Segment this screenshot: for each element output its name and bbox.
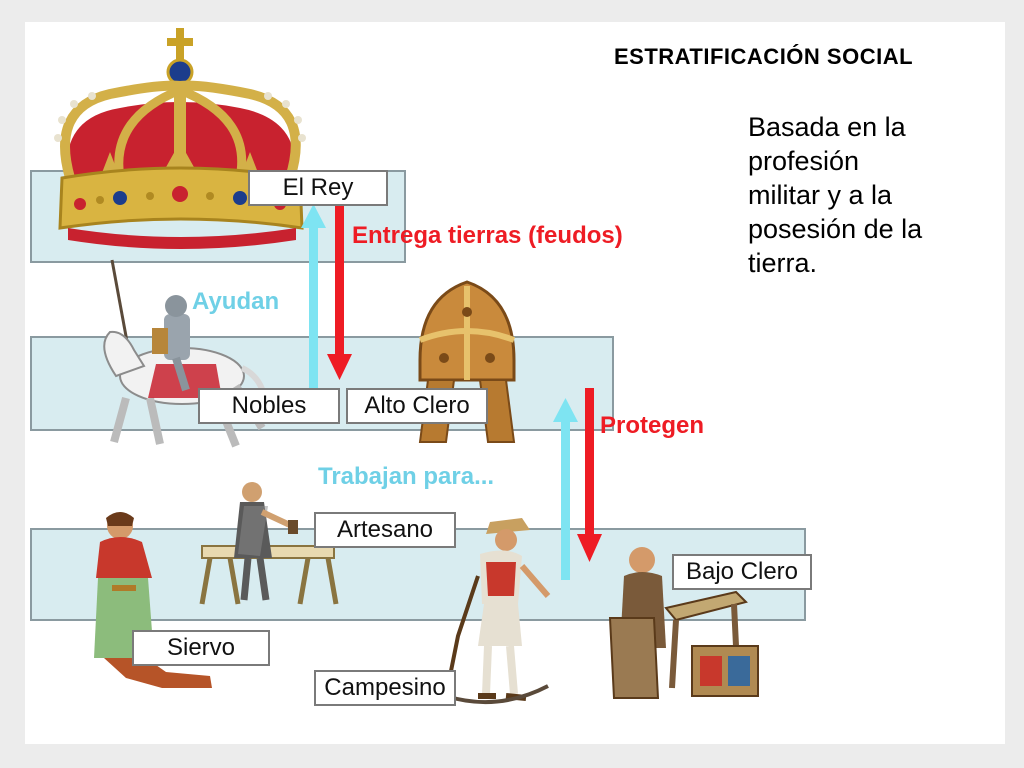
arrow-entrega: [327, 204, 352, 380]
description: Basada en la profesión militar y a la po…: [748, 110, 978, 280]
relation-trabajan: Trabajan para...: [318, 463, 495, 490]
cleric-icon: [608, 547, 759, 699]
label-rey: El Rey: [248, 170, 388, 206]
description-line: profesión: [748, 146, 860, 176]
arrow-trabajan: [553, 398, 578, 580]
label-campesino: Campesino: [314, 670, 456, 706]
relation-protegen: Protegen: [600, 412, 705, 439]
slide-title: ESTRATIFICACIÓN SOCIAL: [614, 44, 914, 69]
arrow-ayudan: [301, 204, 326, 392]
description-line: posesión de la: [748, 214, 923, 244]
description-line: tierra.: [748, 248, 818, 278]
description-line: Basada en la: [748, 112, 906, 142]
label-alto-clero: Alto Clero: [346, 388, 488, 424]
arrow-protegen: [577, 388, 602, 562]
label-nobles: Nobles: [198, 388, 340, 424]
relation-entrega: Entrega tierras (feudos): [352, 222, 623, 249]
carpenter-icon: [199, 482, 339, 605]
crown-icon: [54, 28, 306, 249]
description-line: militar y a la: [748, 180, 893, 210]
label-artesano: Artesano: [314, 512, 456, 548]
relation-ayudan: Ayudan: [192, 288, 280, 315]
label-siervo: Siervo: [132, 630, 270, 666]
label-bajo-clero: Bajo Clero: [672, 554, 812, 590]
